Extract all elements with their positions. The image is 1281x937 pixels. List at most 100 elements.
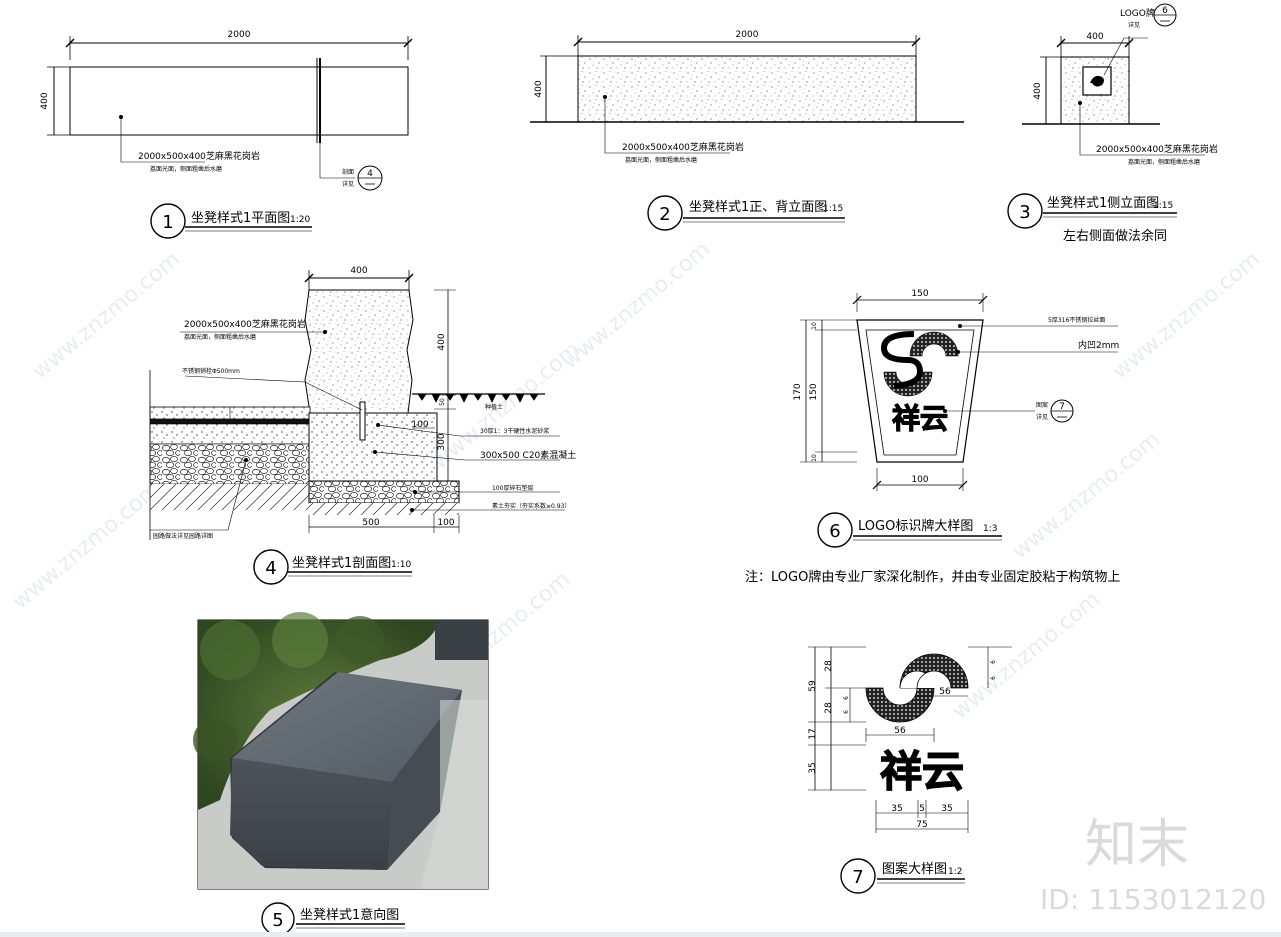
dim-height: 400: [1033, 82, 1043, 99]
callout-steel: 5厚316不锈钢拉丝面: [1048, 316, 1105, 324]
figure-title: 坐凳样式1正、背立面图: [689, 199, 827, 215]
finish-label: 荔面光面，侧面粗凿后水磨: [1128, 158, 1200, 166]
bench-section-stone: [304, 289, 414, 414]
bench-plan-outline: [69, 66, 409, 136]
ref-number: 4: [367, 169, 373, 179]
dim-left: 59: [808, 680, 818, 692]
figure-title: 坐凳样式1剖面图: [292, 555, 391, 571]
ref-number: 7: [1059, 402, 1065, 412]
figure-6-logo-plate: 150 祥云 170 150 10 10 100 5厚316不锈钢拉丝面 内凹2…: [745, 289, 1120, 585]
figure-title: 图案大样图: [882, 862, 947, 877]
ref-label: 详见: [342, 180, 354, 188]
layer-4: 素土夯实（夯实系数≥0.93）: [492, 502, 570, 510]
material-label: 2000x500x400芝麻黑花岗岩: [138, 150, 260, 162]
dim-500: 500: [362, 518, 379, 528]
figure-title: LOGO标识牌大样图: [858, 518, 973, 534]
figure-scale: 1:15: [1153, 201, 1173, 211]
watermark-text: www.znzmo.com: [1008, 427, 1165, 565]
brand-watermark: 知末 ID: 1153012120: [1040, 815, 1266, 916]
figure-2-elevation: 2000 400 2000x500x400芝麻黑花岗岩 荔面光面，侧面粗凿后水磨…: [530, 30, 964, 231]
figure-scale: 1:15: [823, 204, 843, 214]
figure-scale: 1:3: [983, 524, 997, 534]
paving-ref: 园路做法详见园路详图: [153, 532, 213, 540]
watermark-text: www.znzmo.com: [948, 587, 1105, 725]
pattern-glyph: 祥云: [880, 747, 964, 796]
ref-number: 6: [1162, 6, 1168, 16]
figure-7-pattern-detail: 祥云 28 59 28 17 35 6 6 6 6 56 56 35 5 35: [808, 646, 1012, 894]
material-label: 2000x500x400芝麻黑花岗岩: [184, 318, 306, 330]
dim-height: 400: [40, 92, 50, 109]
dim-length: 400: [1086, 32, 1103, 42]
figure-number: 6: [829, 521, 840, 542]
dim-100a: 100: [411, 420, 428, 430]
dim-150: 150: [809, 383, 819, 400]
dim-h400: 400: [437, 333, 447, 350]
figure-4-section: 400 400 50 300 种植土 不锈钢销栓Φ500mm: [149, 266, 576, 585]
dim-170: 170: [793, 383, 803, 400]
figure-3-side-elevation: 400 400 LOGO牌 详见 6 2000x500x400芝麻黑花岗岩 荔面…: [1007, 3, 1218, 244]
figure-note: 左右侧面做法余同: [1063, 228, 1167, 244]
bench-front-elevation: [577, 55, 917, 123]
dim-left: 28: [824, 702, 834, 714]
dim-small: 6: [843, 696, 850, 700]
ref-label: 详见: [1128, 21, 1140, 29]
dim-35b: 35: [941, 804, 952, 814]
finish-label: 荔面光面，侧面粗凿后水磨: [184, 333, 256, 341]
dim-75: 75: [916, 820, 927, 830]
dim-length: 2000: [736, 30, 759, 40]
material-label: 2000x500x400芝麻黑花岗岩: [1096, 143, 1218, 155]
dim-left: 17: [808, 728, 818, 739]
dim-10a: 10: [811, 322, 818, 330]
brand-logo-text: 知末: [1085, 815, 1189, 875]
layer-1: 30厚1：3干硬性水泥砂浆: [480, 427, 549, 435]
dim-50: 50: [439, 398, 446, 406]
dim-left: 35: [808, 762, 818, 773]
figure-5-photo: 5 坐凳样式1意向图: [193, 612, 489, 936]
logo-ref-label: LOGO牌: [1120, 7, 1155, 19]
figure-scale: 1:2: [948, 867, 962, 877]
callout-recess: 内凹2mm: [1078, 339, 1119, 351]
dim-length: 2000: [228, 30, 251, 40]
watermark-text: www.znzmo.com: [28, 247, 185, 385]
ref-label: 剖面: [342, 168, 354, 176]
figure-title: 坐凳样式1平面图: [191, 210, 290, 226]
figure-number: 7: [852, 867, 863, 888]
dim-small: 6: [990, 660, 997, 664]
dim-bottom: 100: [911, 475, 928, 485]
figure-number: 5: [272, 910, 283, 931]
figure-note: 注：LOGO牌由专业厂家深化制作，并由专业固定胶粘于构筑物上: [745, 569, 1120, 585]
dim-56a: 56: [939, 687, 951, 697]
callout-ref: 详见: [1036, 413, 1048, 421]
callout-pattern: 图案: [1036, 401, 1048, 409]
finish-label: 荔面光面，侧面粗凿后水磨: [150, 165, 222, 173]
figure-number: 2: [659, 204, 670, 225]
watermark-text: www.znzmo.com: [8, 477, 165, 615]
figure-scale: 1:20: [290, 215, 310, 225]
dim-5: 5: [919, 804, 925, 814]
watermark-text: www.znzmo.com: [1108, 247, 1265, 385]
dim-height: 400: [534, 80, 544, 97]
dim-small: 6: [990, 676, 997, 680]
figure-title: 坐凳样式1侧立面图: [1047, 195, 1159, 211]
material-label: 2000x500x400芝麻黑花岗岩: [622, 141, 744, 153]
dim-left: 28: [824, 660, 834, 672]
layer-3: 100厚碎石垫层: [492, 484, 533, 492]
dim-35a: 35: [891, 804, 902, 814]
figure-number: 3: [1019, 202, 1030, 223]
dim-100b: 100: [437, 518, 454, 528]
brand-id-text: ID: 1153012120: [1040, 883, 1266, 916]
dim-10b: 10: [811, 454, 818, 462]
logo-glyph: 祥云: [892, 402, 948, 435]
finish-label: 荔面光面，侧面粗凿后水磨: [625, 156, 697, 164]
layer-2: 300x500 C20素混凝土: [480, 449, 576, 461]
figure-scale: 1:10: [391, 560, 411, 570]
dim-small: 6: [843, 710, 850, 714]
figure-1-plan: 2000 400 2000x500x400芝麻黑花岗岩 荔面光面，侧面粗凿后水磨…: [40, 30, 413, 239]
pin-label: 不锈钢销栓Φ500mm: [182, 367, 240, 375]
dim-56b: 56: [894, 726, 906, 736]
figure-title: 坐凳样式1意向图: [300, 907, 399, 923]
figure-number: 1: [162, 212, 173, 233]
dim-width: 400: [350, 266, 367, 276]
figure-number: 4: [265, 558, 276, 579]
